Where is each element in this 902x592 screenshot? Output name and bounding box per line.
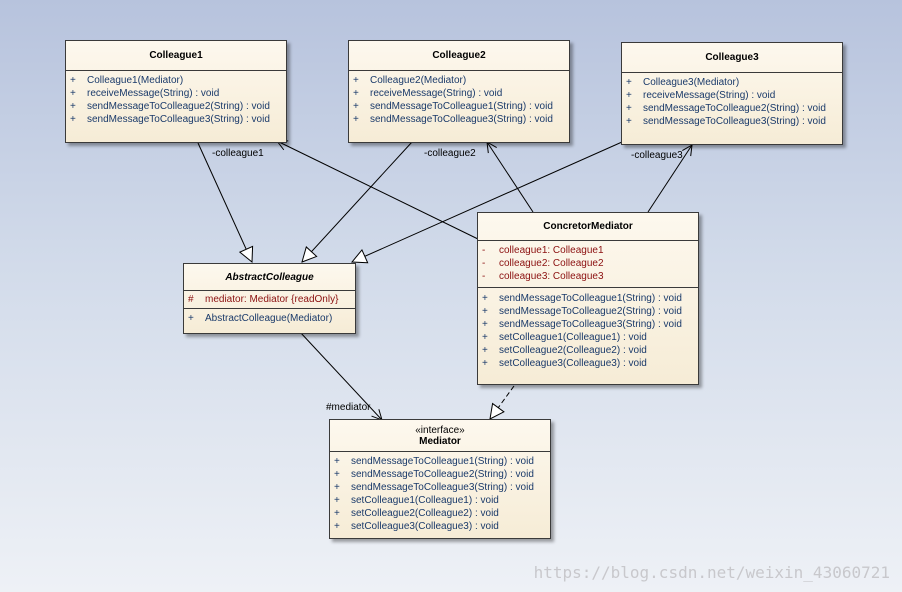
class-header: ConcretorMediator bbox=[478, 213, 698, 241]
operation-row: +Colleague1(Mediator) bbox=[70, 75, 184, 86]
attribute-row: -colleague3: Colleague3 bbox=[482, 271, 604, 282]
association-colleague2 bbox=[487, 142, 534, 213]
role-label-mediator: #mediator bbox=[326, 402, 371, 413]
association-colleague1 bbox=[277, 141, 481, 241]
operation-row: +setColleague1(Colleague1) : void bbox=[482, 332, 647, 343]
operations-section: +sendMessageToColleague1(String) : void … bbox=[330, 452, 550, 536]
operation-row: +sendMessageToColleague3(String) : void bbox=[353, 114, 553, 125]
generalization-colleague1 bbox=[197, 142, 252, 262]
class-header: Colleague3 bbox=[622, 43, 842, 73]
class-name: AbstractColleague bbox=[225, 271, 314, 283]
class-colleague1[interactable]: Colleague1 +Colleague1(Mediator) +receiv… bbox=[65, 40, 287, 143]
operation-row: +sendMessageToColleague2(String) : void bbox=[626, 103, 826, 114]
role-label-colleague2: -colleague2 bbox=[424, 148, 476, 159]
operation-row: +setColleague3(Colleague3) : void bbox=[334, 521, 499, 532]
operation-row: +sendMessageToColleague1(String) : void bbox=[334, 456, 534, 467]
class-name: Mediator bbox=[419, 435, 461, 447]
class-name: Colleague1 bbox=[149, 50, 203, 61]
generalization-colleague3 bbox=[352, 141, 623, 262]
attribute-row: #mediator: Mediator {readOnly} bbox=[188, 294, 339, 305]
class-header: Colleague1 bbox=[66, 41, 286, 71]
class-header: «interface» Mediator bbox=[330, 420, 550, 452]
class-name: ConcretorMediator bbox=[543, 221, 633, 232]
operation-row: +sendMessageToColleague1(String) : void bbox=[482, 293, 682, 304]
operation-row: +setColleague1(Colleague1) : void bbox=[334, 495, 499, 506]
class-header: Colleague2 bbox=[349, 41, 569, 71]
operation-row: +Colleague3(Mediator) bbox=[626, 77, 740, 88]
operations-section: +Colleague2(Mediator) +receiveMessage(St… bbox=[349, 71, 569, 129]
class-colleague2[interactable]: Colleague2 +Colleague2(Mediator) +receiv… bbox=[348, 40, 570, 143]
role-label-colleague3: -colleague3 bbox=[631, 150, 683, 161]
association-colleague3 bbox=[647, 145, 692, 213]
operation-row: +sendMessageToColleague1(String) : void bbox=[353, 101, 553, 112]
class-abstract-colleague[interactable]: AbstractColleague #mediator: Mediator {r… bbox=[183, 263, 356, 334]
operation-row: +AbstractColleague(Mediator) bbox=[188, 313, 333, 324]
operation-row: +sendMessageToColleague3(String) : void bbox=[626, 116, 826, 127]
operation-row: +Colleague2(Mediator) bbox=[353, 75, 467, 86]
operations-section: +AbstractColleague(Mediator) bbox=[184, 309, 355, 327]
class-name: Colleague3 bbox=[705, 52, 759, 63]
class-concretor-mediator[interactable]: ConcretorMediator -colleague1: Colleague… bbox=[477, 212, 699, 385]
class-header: AbstractColleague bbox=[184, 264, 355, 291]
operations-section: +Colleague3(Mediator) +receiveMessage(St… bbox=[622, 73, 842, 131]
operation-row: +sendMessageToColleague2(String) : void bbox=[334, 469, 534, 480]
watermark-url: https://blog.csdn.net/weixin_43060721 bbox=[533, 563, 890, 582]
operation-row: +sendMessageToColleague3(String) : void bbox=[482, 319, 682, 330]
operation-row: +setColleague3(Colleague3) : void bbox=[482, 358, 647, 369]
operations-section: +sendMessageToColleague1(String) : void … bbox=[478, 288, 698, 372]
interface-mediator[interactable]: «interface» Mediator +sendMessageToColle… bbox=[329, 419, 551, 539]
class-colleague3[interactable]: Colleague3 +Colleague3(Mediator) +receiv… bbox=[621, 42, 843, 145]
attribute-row: -colleague2: Colleague2 bbox=[482, 258, 604, 269]
realization-mediator bbox=[490, 385, 515, 419]
operation-row: +sendMessageToColleague3(String) : void bbox=[70, 114, 270, 125]
attributes-section: -colleague1: Colleague1 -colleague2: Col… bbox=[478, 241, 698, 288]
attribute-row: -colleague1: Colleague1 bbox=[482, 245, 604, 256]
operation-row: +receiveMessage(String) : void bbox=[626, 90, 776, 101]
operation-row: +setColleague2(Colleague2) : void bbox=[334, 508, 499, 519]
operation-row: +setColleague2(Colleague2) : void bbox=[482, 345, 647, 356]
operation-row: +sendMessageToColleague2(String) : void bbox=[70, 101, 270, 112]
operation-row: +receiveMessage(String) : void bbox=[353, 88, 503, 99]
operation-row: +sendMessageToColleague3(String) : void bbox=[334, 482, 534, 493]
class-name: Colleague2 bbox=[432, 50, 486, 61]
stereotype: «interface» bbox=[415, 424, 465, 436]
role-label-colleague1: -colleague1 bbox=[212, 148, 264, 159]
operation-row: +receiveMessage(String) : void bbox=[70, 88, 220, 99]
attributes-section: #mediator: Mediator {readOnly} bbox=[184, 291, 355, 309]
generalization-colleague2 bbox=[302, 141, 413, 262]
operation-row: +sendMessageToColleague2(String) : void bbox=[482, 306, 682, 317]
association-mediator bbox=[299, 331, 382, 420]
operations-section: +Colleague1(Mediator) +receiveMessage(St… bbox=[66, 71, 286, 129]
